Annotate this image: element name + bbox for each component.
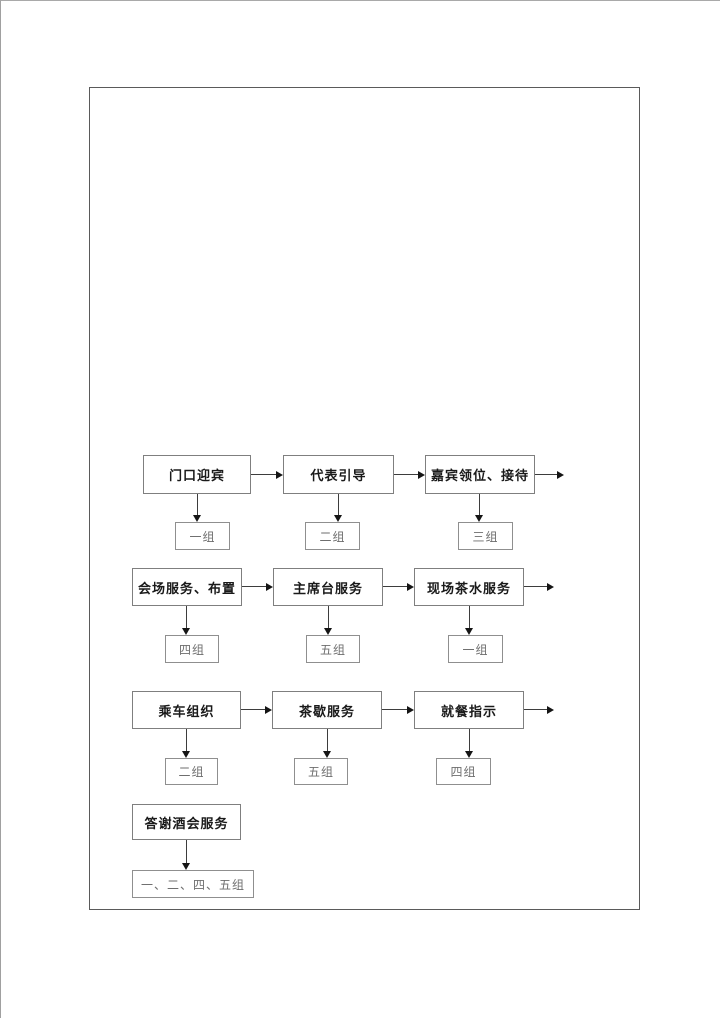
flow-group-label: 四组 xyxy=(178,642,205,657)
arrow-down-icon xyxy=(182,628,190,635)
flow-step-box: 乘车组织 xyxy=(132,691,241,729)
flow-group-label: 一组 xyxy=(189,529,216,544)
flow-group-label: 五组 xyxy=(319,642,346,657)
arrow-right-icon xyxy=(407,706,414,714)
arrow-right-icon xyxy=(265,706,272,714)
flow-step-box: 就餐指示 xyxy=(414,691,524,729)
connector-line-v xyxy=(327,729,328,751)
arrow-right-icon xyxy=(547,706,554,714)
flow-group-box: 五组 xyxy=(294,758,348,785)
flow-step-box: 茶歇服务 xyxy=(272,691,382,729)
arrow-right-icon xyxy=(557,471,564,479)
flow-group-label: 一、二、四、五组 xyxy=(140,877,245,892)
flow-group-box: 一、二、四、五组 xyxy=(132,870,254,898)
connector-line-v xyxy=(469,606,470,628)
arrow-right-icon xyxy=(547,583,554,591)
connector-line-h xyxy=(241,709,265,710)
flow-step-label: 会场服务、布置 xyxy=(137,581,236,597)
flow-step-box: 答谢酒会服务 xyxy=(132,804,241,840)
arrow-right-icon xyxy=(407,583,414,591)
connector-line-v xyxy=(197,494,198,515)
connector-line-h xyxy=(383,586,407,587)
arrow-down-icon xyxy=(324,628,332,635)
flow-group-box: 四组 xyxy=(165,635,219,663)
arrow-down-icon xyxy=(475,515,483,522)
flow-step-label: 代表引导 xyxy=(310,469,367,484)
arrow-right-icon xyxy=(266,583,273,591)
flow-group-label: 二组 xyxy=(178,765,205,779)
flow-step-label: 答谢酒会服务 xyxy=(144,816,229,832)
flow-group-box: 二组 xyxy=(165,758,218,785)
flow-group-box: 一组 xyxy=(448,635,503,663)
arrow-right-icon xyxy=(276,471,283,479)
arrow-right-icon xyxy=(418,471,425,479)
arrow-down-icon xyxy=(182,863,190,870)
flow-group-box: 三组 xyxy=(458,522,513,550)
flow-group-label: 一组 xyxy=(462,642,489,657)
flow-group-box: 一组 xyxy=(175,522,230,550)
arrow-down-icon xyxy=(334,515,342,522)
connector-line-v xyxy=(338,494,339,515)
flow-step-label: 茶歇服务 xyxy=(298,704,355,720)
flow-step-box: 代表引导 xyxy=(283,455,394,494)
connector-line-h xyxy=(242,586,266,587)
connector-line-h xyxy=(394,474,418,475)
flow-step-label: 嘉宾领位、接待 xyxy=(430,469,529,484)
connector-line-v xyxy=(469,729,470,751)
connector-line-h xyxy=(251,474,276,475)
connector-line-v xyxy=(186,606,187,628)
flow-step-box: 主席台服务 xyxy=(273,568,383,606)
connector-line-h xyxy=(535,474,557,475)
flow-step-label: 主席台服务 xyxy=(292,581,363,597)
flow-step-label: 乘车组织 xyxy=(158,704,215,720)
connector-line-v xyxy=(186,840,187,863)
connector-line-h xyxy=(524,709,547,710)
arrow-down-icon xyxy=(465,751,473,758)
page-border-frame xyxy=(89,87,640,910)
arrow-down-icon xyxy=(465,628,473,635)
arrow-down-icon xyxy=(182,751,190,758)
arrow-down-icon xyxy=(323,751,331,758)
flow-step-label: 门口迎宾 xyxy=(168,469,225,484)
flow-group-label: 二组 xyxy=(319,529,346,544)
connector-line-h xyxy=(382,709,407,710)
flow-group-box: 四组 xyxy=(436,758,491,785)
flow-group-label: 三组 xyxy=(472,529,499,544)
connector-line-h xyxy=(524,586,547,587)
flow-step-label: 现场茶水服务 xyxy=(426,581,511,597)
flow-group-label: 四组 xyxy=(450,765,477,779)
flow-step-box: 会场服务、布置 xyxy=(132,568,242,606)
arrow-down-icon xyxy=(193,515,201,522)
connector-line-v xyxy=(328,606,329,628)
connector-line-v xyxy=(186,729,187,751)
connector-line-v xyxy=(479,494,480,515)
flow-group-box: 五组 xyxy=(306,635,360,663)
flow-step-box: 门口迎宾 xyxy=(143,455,251,494)
flow-step-label: 就餐指示 xyxy=(440,704,497,720)
flow-group-label: 五组 xyxy=(307,765,334,779)
flow-step-box: 现场茶水服务 xyxy=(414,568,524,606)
flow-step-box: 嘉宾领位、接待 xyxy=(425,455,535,494)
flow-group-box: 二组 xyxy=(305,522,360,550)
